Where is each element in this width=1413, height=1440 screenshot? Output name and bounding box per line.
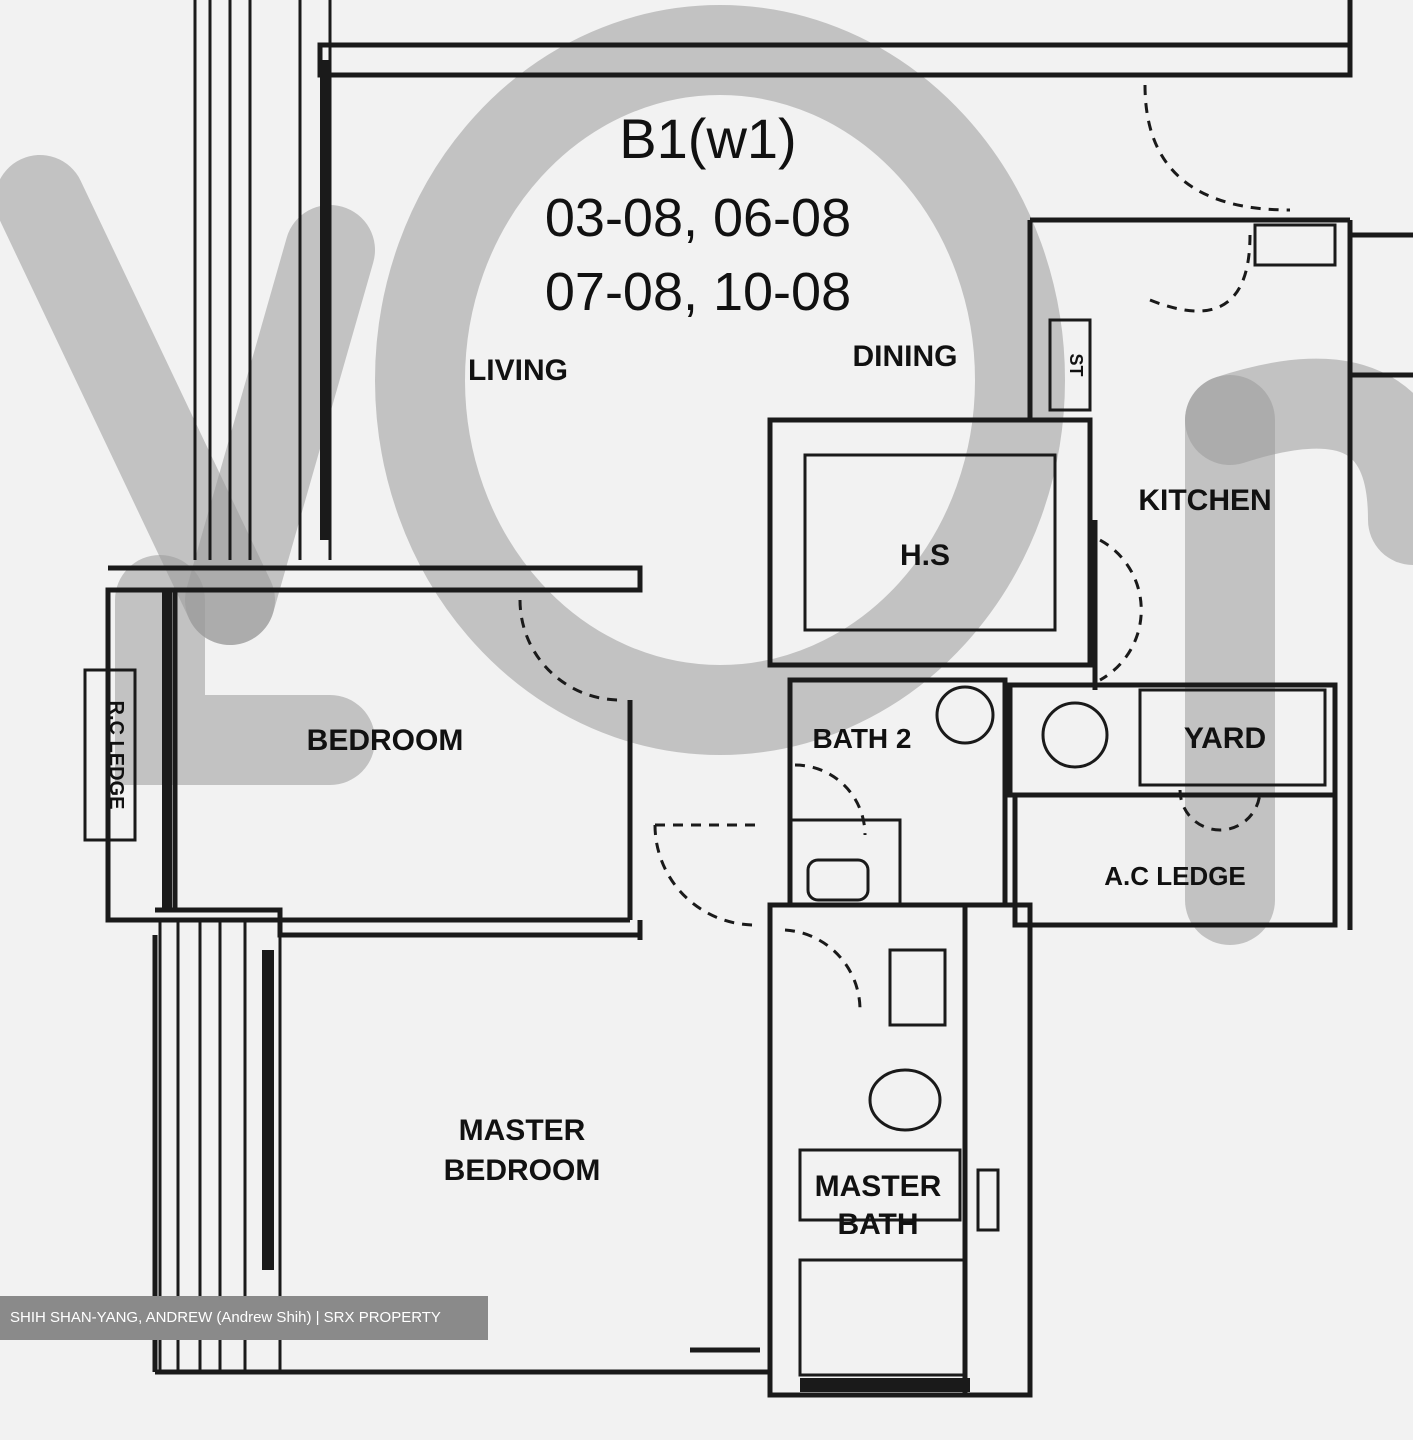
toilet-icon [806, 858, 870, 902]
washer-icon [1041, 701, 1109, 769]
bedroom-label: BEDROOM [307, 724, 464, 757]
shower-icon [976, 1168, 1000, 1232]
st-cabinet-icon [1048, 318, 1092, 412]
rc-ledge-box [83, 668, 137, 842]
kitchen-label: KITCHEN [1138, 484, 1271, 517]
master-bath-label-line2: BATH [837, 1208, 918, 1241]
st-label: ST [1066, 353, 1086, 376]
master-basin-icon [888, 948, 947, 1027]
living-label: LIVING [468, 354, 568, 387]
walls [105, 0, 1413, 1398]
master-bedroom-label-line1: MASTER [459, 1114, 586, 1147]
hs-label: H.S [900, 539, 950, 572]
unit-title-block: B1(w1) 03-08, 06-08 07-08, 10-08 [545, 107, 851, 322]
door-swings [518, 84, 1291, 1011]
fixtures [83, 223, 1337, 1232]
yard-label: YARD [1184, 722, 1266, 755]
credit-banner: SHIH SHAN-YANG, ANDREW (Andrew Shih) | S… [0, 1296, 488, 1340]
sink-icon [1253, 223, 1337, 267]
rc-ledge-label: R.C LEDGE [105, 701, 127, 810]
window-column-upper [193, 0, 332, 560]
master-toilet-icon [868, 1068, 942, 1132]
basin-icon [935, 685, 995, 745]
unit-numbers-line2: 07-08, 10-08 [545, 262, 851, 322]
master-bath-label-line1: MASTER [815, 1170, 942, 1203]
master-bedroom-label-line2: BEDROOM [444, 1154, 601, 1187]
room-labels: LIVING DINING KITCHEN H.S ST BEDROOM BAT… [105, 340, 1272, 1241]
watermark-logo [0, 5, 1413, 945]
dining-label: DINING [853, 340, 958, 373]
unit-type: B1(w1) [619, 107, 796, 170]
unit-numbers-line1: 03-08, 06-08 [545, 188, 851, 248]
bath2-label: BATH 2 [812, 723, 911, 754]
ac-ledge-label: A.C LEDGE [1104, 861, 1246, 891]
